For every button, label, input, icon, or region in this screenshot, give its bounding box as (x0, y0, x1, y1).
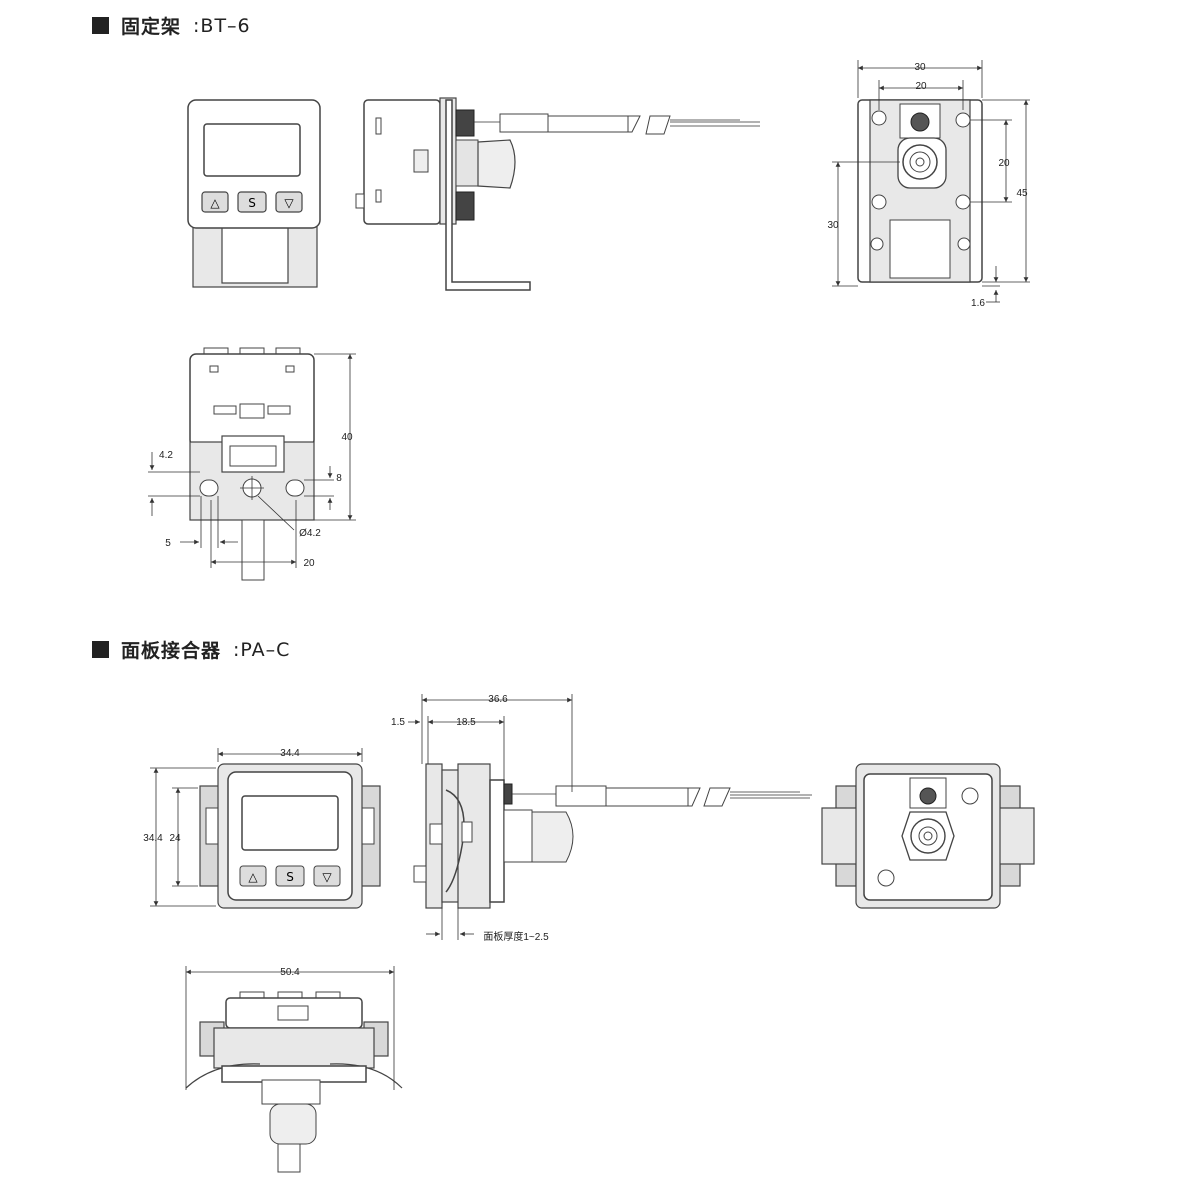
dim-label: 50.4 (280, 967, 300, 978)
dim-label: Ø4.2 (299, 528, 321, 539)
dim-label: 1.6 (971, 298, 985, 309)
square-bullet-icon (92, 17, 109, 34)
dim-label: 5 (165, 538, 171, 549)
bt6-side-view (355, 97, 760, 291)
section-title-bt6: 固定架 :BT–6 (92, 12, 251, 39)
pac-bottom-dims: 50.4 (185, 966, 395, 1090)
pac-rear-view (821, 763, 1035, 909)
up-button-icon: △ (210, 196, 220, 210)
dim-label: 34.4 (143, 833, 163, 844)
pac-side-dims: 36.6 18.5 1.5 面板厚度1~2.5 (391, 694, 573, 943)
dim-label: 1.5 (391, 717, 405, 728)
down-button-icon: ▽ (322, 870, 332, 884)
dim-label: 20 (998, 158, 1010, 169)
bt6-rear-dims: 30 20 20 45 30 1.6 (827, 60, 1030, 309)
bt6-bottom-dims: 40 4.2 8 5 Ø4.2 20 (148, 353, 356, 569)
dim-label: 20 (303, 558, 315, 569)
s-button-label: S (286, 870, 294, 884)
dim-label: 面板厚度1~2.5 (483, 930, 549, 943)
pac-side-view (413, 763, 812, 909)
dim-label: 8 (336, 473, 342, 484)
dim-label: 36.6 (488, 694, 508, 705)
up-button-icon: △ (248, 870, 258, 884)
dim-label: 20 (915, 81, 927, 92)
section-title-pac: 面板接合器 :PA–C (92, 636, 290, 663)
s-button-label: S (248, 196, 256, 210)
pac-front-view: △ S ▽ (199, 763, 381, 909)
dim-label: 18.5 (456, 717, 476, 728)
dim-label: 30 (914, 62, 926, 73)
dim-label: 24 (169, 833, 181, 844)
dim-label: 45 (1016, 188, 1028, 199)
section-label: 固定架 (121, 16, 182, 38)
bt6-rear-view (857, 99, 983, 283)
section-code: :PA–C (233, 638, 291, 661)
section-code: :BT–6 (193, 14, 251, 37)
down-button-icon: ▽ (284, 196, 294, 210)
pac-bottom-view (185, 991, 403, 1173)
dim-label: 34.4 (280, 748, 300, 759)
bt6-front-view: △ S ▽ (187, 99, 321, 288)
square-bullet-icon (92, 641, 109, 658)
dim-label: 30 (827, 220, 839, 231)
dim-label: 4.2 (159, 450, 173, 461)
section-label: 面板接合器 (121, 640, 222, 662)
pac-front-dims: 34.4 34.4 24 (143, 748, 363, 907)
dim-label: 40 (341, 432, 353, 443)
bt6-bottom-view (189, 347, 315, 581)
